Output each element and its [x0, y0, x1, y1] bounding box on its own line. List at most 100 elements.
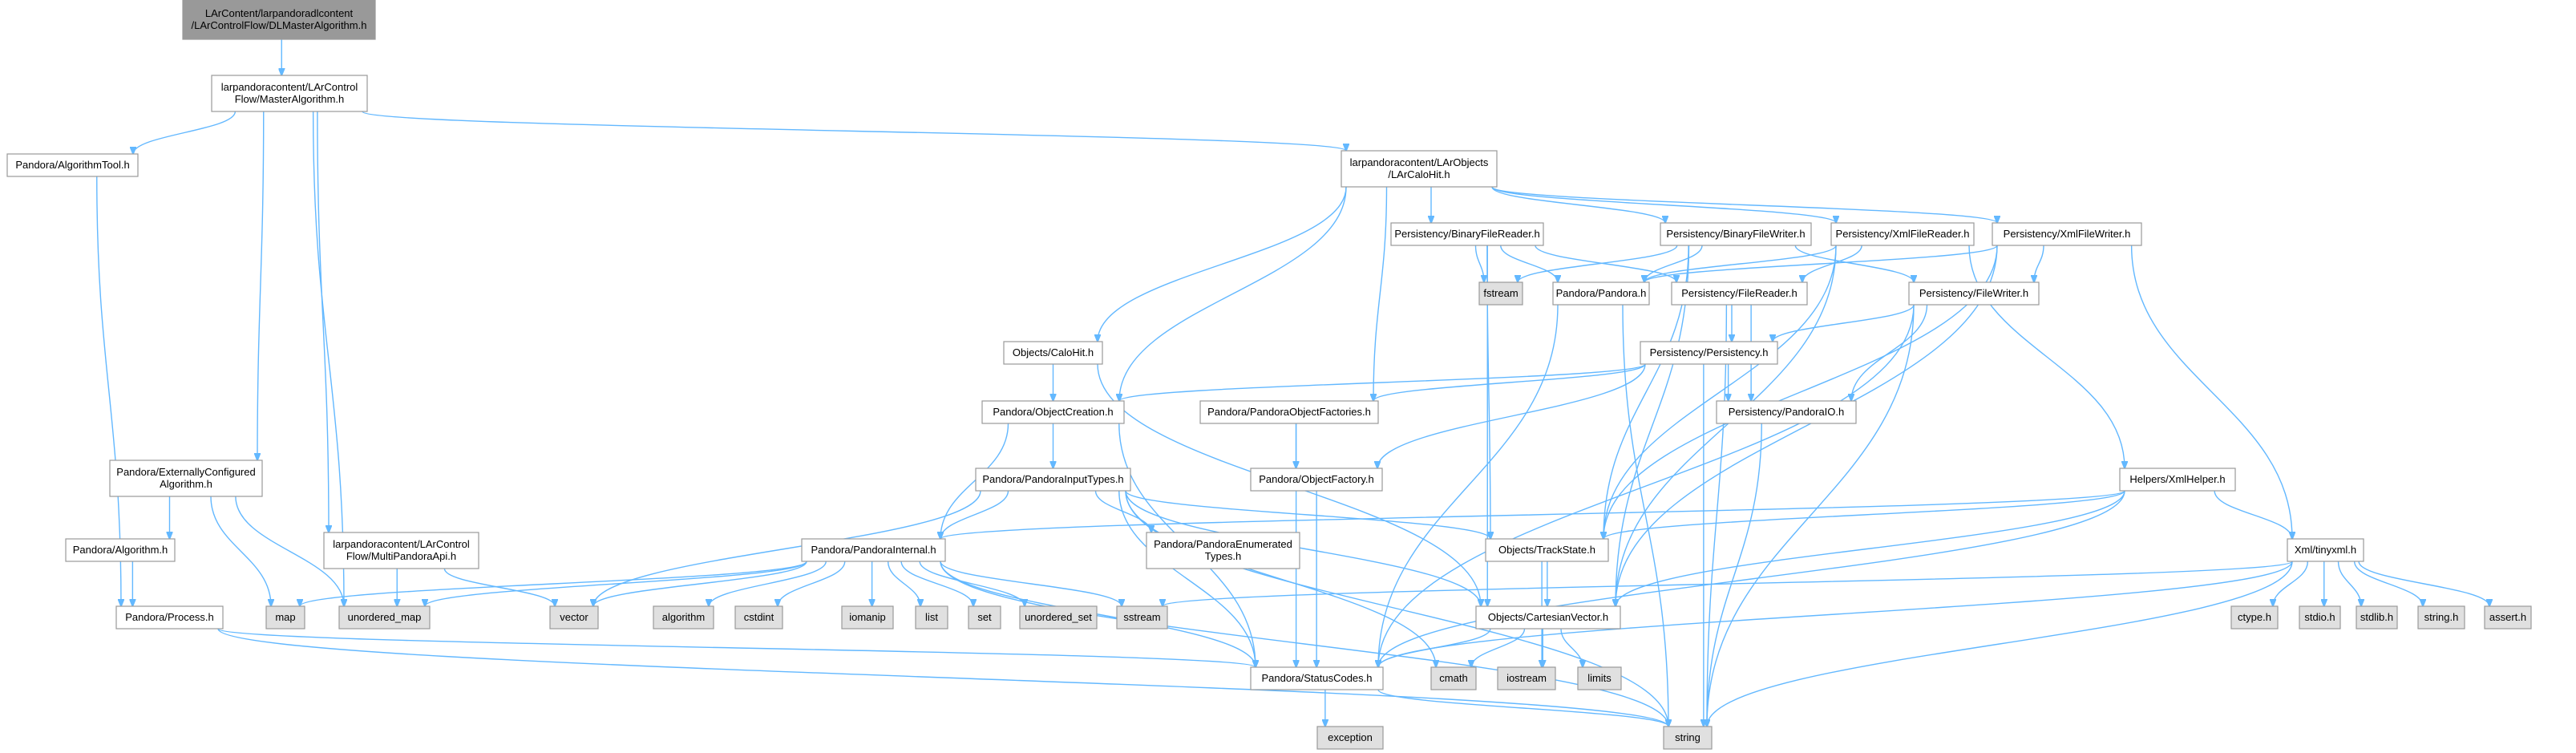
edge-calohitlar-to-objcreation [1119, 186, 1347, 401]
node-cstdint: cstdint [734, 605, 783, 630]
node-box [801, 538, 946, 562]
node-label: iostream [1506, 672, 1547, 684]
edge-inputtypes-to-internal [940, 490, 1009, 539]
node-tinyxml[interactable]: Xml/tinyxml.h [2287, 538, 2364, 562]
edge-tinyxml-to-ctype [2273, 561, 2309, 606]
node-master[interactable]: larpandoracontent/LArControlFlow/MasterA… [211, 75, 368, 112]
edges-layer [96, 39, 2489, 727]
node-box [1660, 222, 1812, 246]
node-label: Pandora/Process.h [125, 611, 214, 623]
node-objfactories[interactable]: Pandora/PandoraObjectFactories.h [1199, 400, 1379, 424]
edge-internal-to-string [940, 561, 1668, 727]
node-string: string [1663, 726, 1713, 750]
edge-xmlwriter-to-tinyxml [2130, 245, 2292, 539]
node-binreader[interactable]: Persistency/BinaryFileReader.h [1390, 222, 1544, 246]
node-box [1640, 341, 1778, 365]
node-box [6, 153, 139, 177]
node-label: assert.h [2489, 611, 2526, 623]
node-xmlwriter[interactable]: Persistency/XmlFileWriter.h [1992, 222, 2142, 246]
node-calohit[interactable]: Objects/CaloHit.h [1003, 341, 1103, 365]
node-label: Objects/CaloHit.h [1013, 346, 1094, 358]
node-statuscodes[interactable]: Pandora/StatusCodes.h [1250, 666, 1384, 690]
node-box [323, 532, 479, 569]
node-trackstate[interactable]: Objects/TrackState.h [1485, 538, 1609, 562]
edge-internal-to-umap [425, 561, 807, 606]
node-objfactory[interactable]: Pandora/ObjectFactory.h [1250, 468, 1383, 492]
node-label: Objects/TrackState.h [1498, 544, 1595, 556]
node-box [2356, 605, 2398, 630]
node-xmlhelper[interactable]: Helpers/XmlHelper.h [2119, 468, 2236, 492]
edge-binreader-to-filereader [1535, 245, 1676, 282]
node-process[interactable]: Pandora/Process.h [115, 605, 224, 630]
edge-cartvec-to-limits [1560, 628, 1583, 667]
node-inputtypes[interactable]: Pandora/PandoraInputTypes.h [975, 468, 1131, 492]
node-label: map [275, 611, 295, 623]
node-algorithmstd: algorithm [653, 605, 714, 630]
edge-xmlwriter-to-filewriter [2034, 245, 2044, 282]
node-box [968, 605, 1001, 630]
node-filewriter[interactable]: Persistency/FileWriter.h [1908, 281, 2040, 306]
node-label: Helpers/XmlHelper.h [2129, 473, 2225, 485]
node-label: list [925, 611, 938, 623]
node-box [653, 605, 714, 630]
node-box [2230, 605, 2279, 630]
node-box [1316, 726, 1384, 750]
node-box [2417, 605, 2465, 630]
node-algorithm[interactable]: Pandora/Algorithm.h [65, 538, 176, 562]
edge-internal-to-uset [919, 561, 1025, 606]
edge-calohitlar-to-calohit [1098, 186, 1347, 342]
edge-xmlreader-to-xmlhelper [1968, 245, 2125, 468]
edge-cartvec-to-cmath [1471, 628, 1526, 667]
node-algtool[interactable]: Pandora/AlgorithmTool.h [6, 153, 139, 177]
node-box [115, 605, 224, 630]
node-internal[interactable]: Pandora/PandoraInternal.h [801, 538, 946, 562]
node-label: Algorithm.h [160, 478, 212, 490]
edge-filewriter-to-string [1707, 304, 1915, 727]
node-box [1250, 468, 1383, 492]
node-iostream: iostream [1497, 666, 1556, 690]
node-label: stdlib.h [2360, 611, 2393, 623]
nodes-layer: LArContent/larpandoradlcontent/LArContro… [6, 0, 2532, 750]
node-objcreation[interactable]: Pandora/ObjectCreation.h [981, 400, 1125, 424]
node-uset: unordered_set [1019, 605, 1098, 630]
node-box [1250, 666, 1384, 690]
node-root[interactable]: LArContent/larpandoradlcontent/LArContro… [182, 0, 376, 40]
edge-inputtypes-to-cartvec [1125, 490, 1481, 606]
node-cartvec[interactable]: Objects/CartesianVector.h [1475, 605, 1621, 630]
node-label: Persistency/BinaryFileWriter.h [1666, 228, 1805, 240]
edge-xmlhelper-to-internal [940, 490, 2125, 539]
edge-tinyxml-to-string [1707, 561, 2293, 727]
edge-process-to-statuscodes [217, 628, 1256, 667]
node-box [1716, 400, 1857, 424]
node-fstream: fstream [1478, 281, 1523, 306]
edge-xmlreader-to-filereader [1802, 245, 1862, 282]
node-xmlreader[interactable]: Persistency/XmlFileReader.h [1830, 222, 1975, 246]
node-binwriter[interactable]: Persistency/BinaryFileWriter.h [1660, 222, 1812, 246]
edge-extconf-to-map [210, 496, 271, 606]
node-box [1992, 222, 2142, 246]
node-label: string.h [2424, 611, 2459, 623]
node-vector: vector [549, 605, 599, 630]
node-box [2299, 605, 2341, 630]
node-calohitlar[interactable]: larpandoracontent/LArObjects/LArCaloHit.… [1341, 150, 1498, 188]
node-box [1430, 666, 1477, 690]
node-label: Persistency/XmlFileWriter.h [2004, 228, 2131, 240]
node-sstream: sstream [1116, 605, 1168, 630]
node-label: Persistency/BinaryFileReader.h [1394, 228, 1539, 240]
edge-internal-to-cstdint [778, 561, 846, 606]
node-pandoraio[interactable]: Persistency/PandoraIO.h [1716, 400, 1857, 424]
node-multiapi[interactable]: larpandoracontent/LArControlFlow/MultiPa… [323, 532, 479, 569]
node-box [1908, 281, 2040, 306]
node-persistency[interactable]: Persistency/Persistency.h [1640, 341, 1778, 365]
node-filereader[interactable]: Persistency/FileReader.h [1671, 281, 1808, 306]
node-box [2287, 538, 2364, 562]
node-box [1577, 666, 1622, 690]
node-pandora[interactable]: Pandora/Pandora.h [1552, 281, 1650, 306]
node-box [1497, 666, 1556, 690]
edge-xmlreader-to-cartvec [1616, 245, 1837, 606]
edge-internal-to-statuscodes [940, 561, 1256, 667]
edge-extconf-to-umap [235, 496, 344, 606]
node-set: set [968, 605, 1001, 630]
